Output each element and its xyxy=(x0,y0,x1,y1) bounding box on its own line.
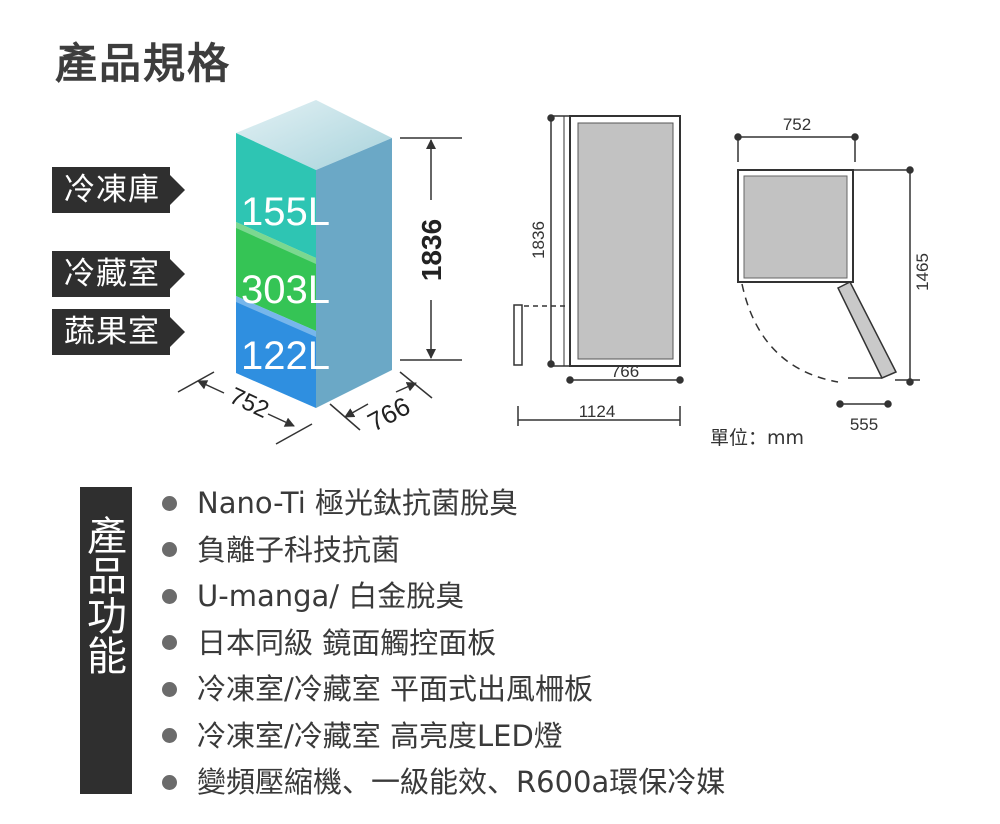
top-width-label: 752 xyxy=(783,115,811,134)
feature-item: Nano-Ti 極光鈦抗菌脫臭 xyxy=(162,480,725,527)
bullet-icon xyxy=(162,588,177,604)
features-title: 產品功能 xyxy=(80,515,126,675)
top-gap-label: 555 xyxy=(850,415,878,434)
box-width-dim xyxy=(177,371,313,445)
top-view xyxy=(734,133,920,408)
box-depth-dim xyxy=(329,371,433,431)
fridge-3d-box: 155L 303L 122L xyxy=(236,100,392,408)
feature-text: 冷凍室/冷藏室 高亮度LED燈 xyxy=(197,718,563,753)
box-side-face xyxy=(316,138,392,408)
volume-vegetable: 122L xyxy=(241,334,330,378)
volume-freezer: 155L xyxy=(241,190,330,234)
feature-item: 變頻壓縮機、一級能效、R600a環保冷媒 xyxy=(162,759,725,806)
side-open-depth-label: 1124 xyxy=(579,402,616,421)
feature-text: U-manga/ 白金脫臭 xyxy=(197,579,465,613)
bullet-icon xyxy=(162,542,177,558)
box-front-vegetable xyxy=(236,296,316,408)
feature-text: 負離子科技抗菌 xyxy=(197,532,401,567)
box-front-fridge xyxy=(236,222,316,331)
top-depth-label: 1465 xyxy=(913,253,932,291)
feature-text: 冷凍室/冷藏室 平面式出風柵板 xyxy=(197,672,593,706)
volume-fridge: 303L xyxy=(241,268,330,312)
box-front-freezer xyxy=(236,133,316,258)
feature-item: 冷凍室/冷藏室 平面式出風柵板 xyxy=(162,666,725,713)
box-height-dim xyxy=(400,137,462,361)
bullet-icon xyxy=(162,681,177,697)
label-freezer: 冷凍庫 xyxy=(52,167,185,213)
side-height-label: 1836 xyxy=(529,221,548,259)
side-depth-label: 766 xyxy=(611,362,639,381)
feature-item: U-manga/ 白金脫臭 xyxy=(162,573,725,620)
feature-item: 冷凍室/冷藏室 高亮度LED燈 xyxy=(162,713,725,760)
box-top-face xyxy=(236,100,392,170)
page-title: 產品規格 xyxy=(55,39,232,88)
feature-item: 日本同級 鏡面觸控面板 xyxy=(162,620,725,667)
box-width-label: 752 xyxy=(225,383,273,424)
bullet-icon xyxy=(162,495,177,511)
bullet-icon xyxy=(162,728,177,744)
label-fridge: 冷藏室 xyxy=(52,251,185,297)
bullet-icon xyxy=(162,635,177,651)
feature-text: Nano-Ti 極光鈦抗菌脫臭 xyxy=(197,486,519,520)
feature-list: Nano-Ti 極光鈦抗菌脫臭 負離子科技抗菌 U-manga/ 白金脫臭 日本… xyxy=(162,480,725,806)
box-depth-label: 766 xyxy=(363,391,415,438)
side-view xyxy=(513,114,684,426)
box-height-label: 1836 xyxy=(416,219,447,281)
feature-item: 負離子科技抗菌 xyxy=(162,527,725,574)
spec-diagram: 155L 303L 122L 1836 752 766 xyxy=(177,100,932,449)
features-title-bar: 產品功能 xyxy=(80,487,132,794)
label-vegetable: 蔬果室 xyxy=(52,309,185,355)
unit-note: 單位：mm xyxy=(710,427,804,449)
bullet-icon xyxy=(162,774,177,790)
feature-text: 變頻壓縮機、一級能效、R600a環保冷媒 xyxy=(197,765,726,799)
feature-text: 日本同級 鏡面觸控面板 xyxy=(197,625,497,660)
